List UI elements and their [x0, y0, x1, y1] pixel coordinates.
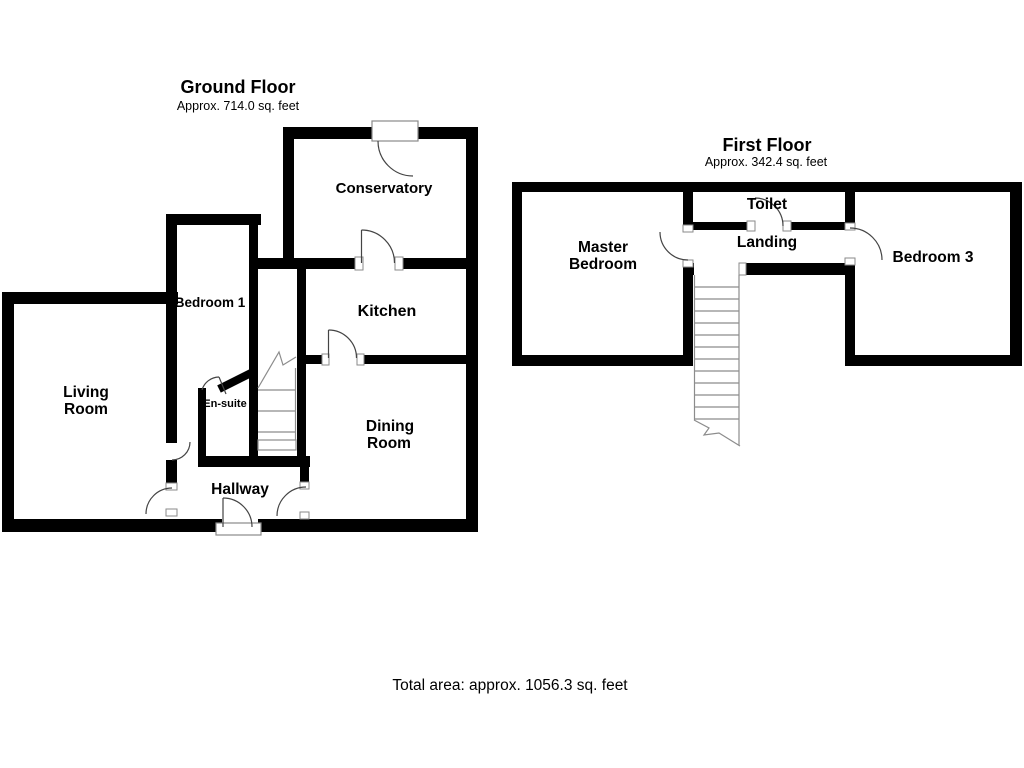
ground-floor-room-labels: Conservatory Kitchen Bedroom 1 Living Ro…: [63, 180, 433, 498]
landing-label: Landing: [737, 234, 797, 251]
ensuite-door: [201, 376, 227, 395]
hallway-dining-door: [276, 486, 307, 517]
living-room-label-line2: Room: [64, 401, 108, 418]
first-floor-area: Approx. 342.4 sq. feet: [705, 155, 828, 169]
toilet-door: [754, 197, 784, 227]
first-floor-walls: [512, 182, 1022, 366]
first-floor-title: First Floor: [723, 135, 812, 155]
conservatory-label: Conservatory: [336, 180, 433, 197]
total-area-text: Total area: approx. 1056.3 sq. feet: [392, 677, 628, 694]
first-floor-room-labels: Master Bedroom Toilet Landing Bedroom 3: [569, 196, 974, 273]
bedroom3-door: [849, 227, 883, 261]
dining-room-label-line2: Room: [367, 435, 411, 452]
toilet-label: Toilet: [747, 196, 787, 213]
ground-floor-title: Ground Floor: [181, 77, 296, 97]
living-room-lower-door: [145, 487, 173, 515]
ground-floor-titles: Ground Floor Approx. 714.0 sq. feet: [177, 77, 300, 113]
living-room-upper-door: [171, 441, 191, 461]
ground-floor-stairs: [257, 350, 297, 451]
master-bedroom-label-line1: Master: [578, 239, 628, 256]
ground-floor-walls: [2, 127, 478, 532]
ground-floor-doors: [145, 120, 419, 536]
master-bedroom-door: [659, 231, 689, 261]
dining-room-label-line1: Dining: [366, 418, 414, 435]
first-floor-stairs: [693, 275, 741, 447]
ground-floor-door-jambs: [165, 256, 404, 520]
hallway-label: Hallway: [211, 481, 269, 498]
ground-floor-area: Approx. 714.0 sq. feet: [177, 99, 300, 113]
bedroom3-label: Bedroom 3: [893, 249, 974, 266]
bedroom1-label: Bedroom 1: [175, 295, 246, 310]
conservatory-door: [371, 120, 419, 177]
living-room-label-line1: Living: [63, 384, 109, 401]
first-floor-doors: [659, 197, 883, 261]
kitchen-conservatory-door: [360, 229, 396, 264]
master-bedroom-label-line2: Bedroom: [569, 256, 637, 273]
first-floor-door-jambs: [682, 220, 856, 276]
ensuite-label: En-suite: [203, 398, 246, 410]
front-door: [215, 497, 262, 536]
kitchen-dining-door: [327, 329, 358, 359]
kitchen-label: Kitchen: [358, 303, 417, 320]
first-floor-titles: First Floor Approx. 342.4 sq. feet: [705, 135, 828, 169]
